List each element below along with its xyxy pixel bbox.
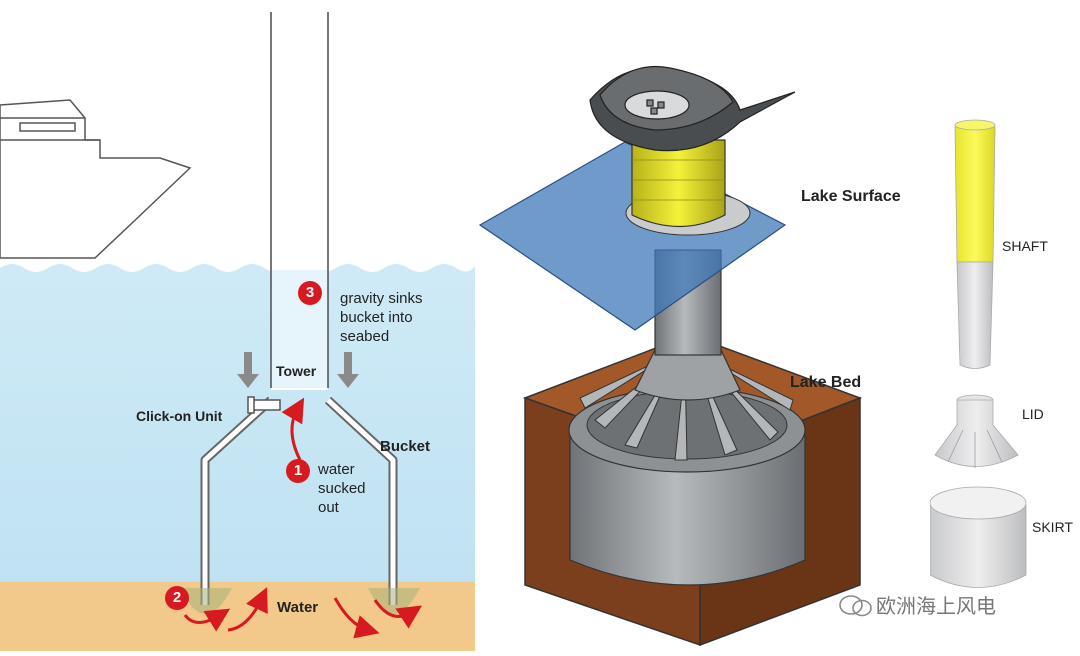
lid-label: LID (1022, 406, 1044, 422)
components-illustration (929, 119, 1027, 588)
foundation-3d-illustration (478, 65, 863, 647)
shaft-component (954, 119, 996, 369)
step-2-marker: 2 (165, 586, 189, 610)
suction-bucket-installation-diagram: Tower Click-on Unit Bucket Water 3 gravi… (0, 0, 475, 651)
yellow-shaft-section (631, 139, 726, 228)
click-on-unit-label: Click-on Unit (136, 408, 223, 424)
click-on-unit (247, 396, 281, 414)
shaft-label: SHAFT (1002, 238, 1048, 254)
tower-label: Tower (276, 363, 317, 379)
wechat-icon (839, 595, 872, 617)
top-platform (589, 65, 796, 152)
lid-cone (634, 349, 741, 401)
gravity-arrows (237, 352, 359, 388)
step-3-text: gravity sinks bucket into seabed (340, 290, 423, 345)
tower (270, 0, 329, 390)
water-label: Water (277, 599, 319, 616)
step-3-marker: 3 (298, 281, 322, 305)
component-breakdown: SHAFT LID SKIRT (929, 0, 1080, 651)
bucket-label: Bucket (380, 438, 431, 455)
ship (0, 99, 192, 259)
step-1-text: water sucked out (318, 461, 366, 516)
lake-surface-label: Lake Surface (801, 188, 901, 205)
skirt-label: SKIRT (1032, 519, 1073, 535)
lake-foundation-3d-diagram: Lake Surface Lake Bed (475, 0, 930, 651)
skirt-component (929, 486, 1027, 588)
step-1-marker: 1 (286, 459, 310, 483)
lake-bed-label: Lake Bed (790, 374, 862, 391)
lid-component (934, 394, 1019, 468)
water-flow-arrows (183, 397, 423, 639)
watermark-text: 欧洲海上风电 (876, 594, 996, 618)
installation-illustration (0, 0, 475, 651)
